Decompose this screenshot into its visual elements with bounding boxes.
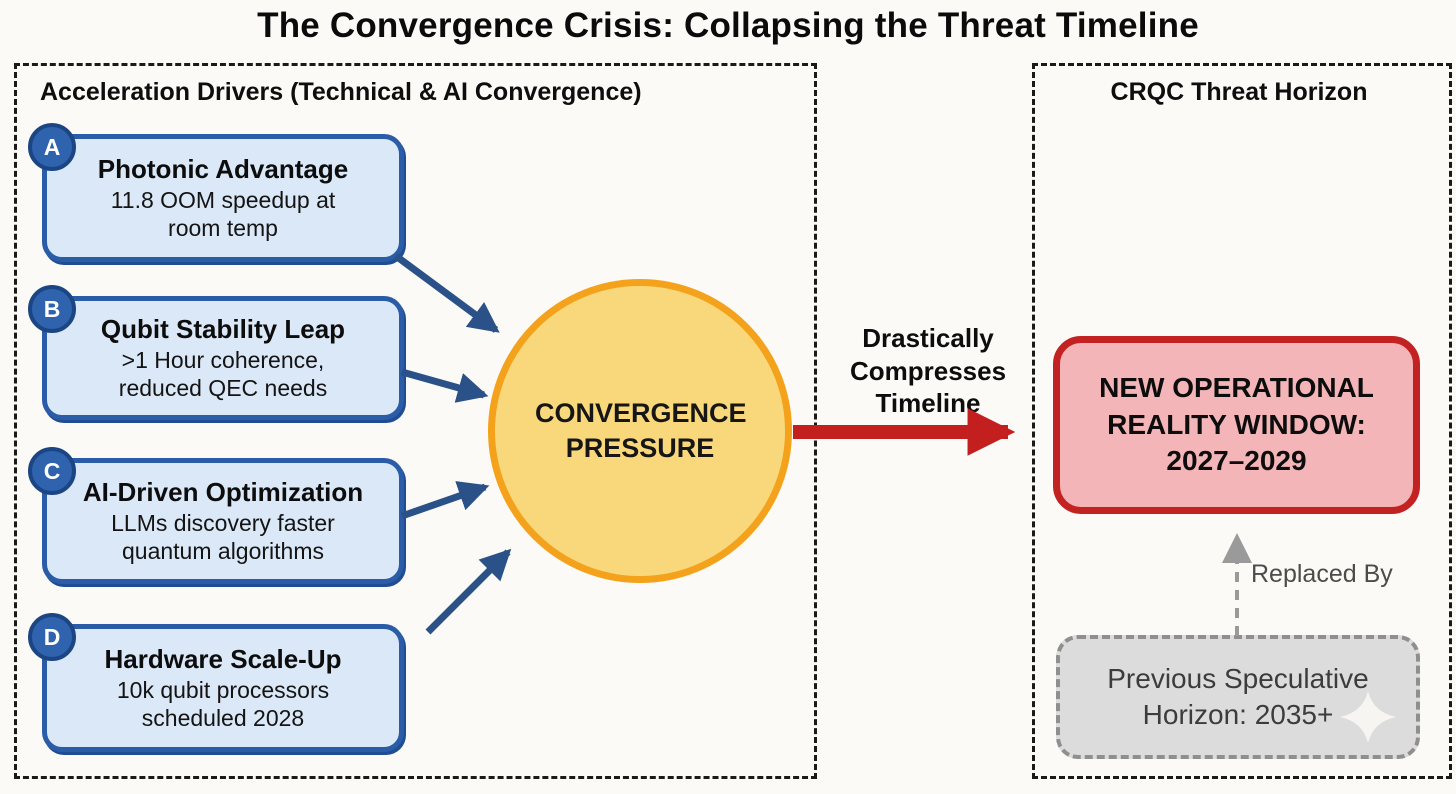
driver-description: 11.8 OOM speedup at room temp — [110, 186, 336, 242]
driver-title: Qubit Stability Leap — [100, 314, 346, 344]
crqc-threat-horizon-header: CRQC Threat Horizon — [1110, 78, 1368, 106]
driver-badge-c: C — [28, 447, 76, 495]
previous-horizon-box: Previous Speculative Horizon: 2035+ — [1056, 635, 1420, 759]
previous-horizon-line: Previous Speculative — [1107, 662, 1369, 694]
crqc-threat-horizon-panel — [1032, 63, 1452, 779]
driver-card-hardware-scaleup: D Hardware Scale-Up 10k qubit processors… — [28, 613, 404, 752]
driver-badge-d: D — [28, 613, 76, 661]
reality-window-line: REALITY WINDOW: — [1107, 408, 1366, 440]
driver-description: >1 Hour coherence, reduced QEC needs — [118, 346, 328, 402]
acceleration-drivers-header: Acceleration Drivers (Technical & AI Con… — [40, 78, 642, 106]
driver-card-qubit-stability: B Qubit Stability Leap >1 Hour coherence… — [28, 285, 404, 420]
driver-badge-a: A — [28, 123, 76, 171]
driver-badge-b: B — [28, 285, 76, 333]
driver-card-ai-optimization: C AI-Driven Optimization LLMs discovery … — [28, 447, 404, 584]
diagram-title: The Convergence Crisis: Collapsing the T… — [257, 6, 1199, 45]
reality-window-line: 2027–2029 — [1166, 445, 1307, 477]
compresses-timeline-label: Drastically Compresses Timeline — [849, 323, 1007, 418]
driver-title: Hardware Scale-Up — [104, 644, 342, 674]
driver-card-photonic-advantage: A Photonic Advantage 11.8 OOM speedup at… — [28, 123, 404, 262]
new-reality-window-box: NEW OPERATIONAL REALITY WINDOW: 2027–202… — [1053, 336, 1420, 514]
driver-title: Photonic Advantage — [97, 154, 349, 184]
convergence-pressure-node: CONVERGENCE PRESSURE — [488, 279, 792, 583]
convergence-pressure-label: CONVERGENCE PRESSURE — [535, 397, 747, 463]
driver-title: AI-Driven Optimization — [82, 477, 364, 507]
previous-horizon-line: Horizon: 2035+ — [1142, 699, 1334, 730]
replaced-by-label: Replaced By — [1251, 560, 1393, 588]
driver-description: 10k qubit processors scheduled 2028 — [116, 676, 330, 732]
reality-window-line: NEW OPERATIONAL — [1099, 371, 1374, 403]
driver-description: LLMs discovery faster quantum algorithms — [111, 509, 335, 565]
acceleration-drivers-panel — [14, 63, 817, 779]
